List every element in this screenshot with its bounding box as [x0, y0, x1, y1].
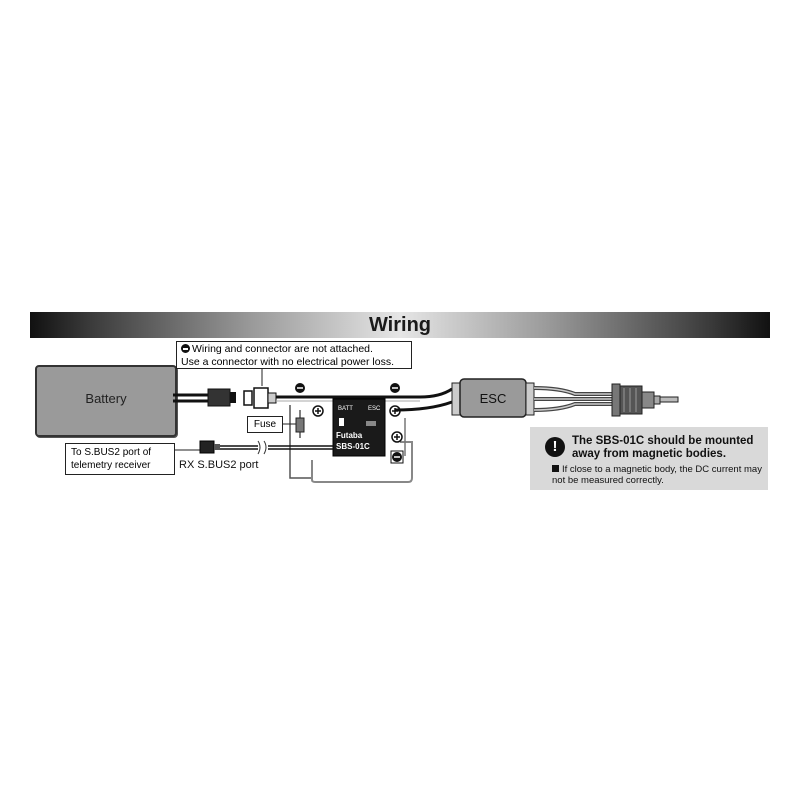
connector-note-line2: Use a connector with no electrical power… — [181, 356, 395, 368]
sensor-esc-label: ESC — [368, 406, 381, 412]
battery-pack: Battery — [35, 365, 177, 437]
bullet-square-icon — [552, 465, 559, 472]
sensor-model: SBS-01C — [336, 442, 370, 451]
rx-sbus2-port-label: RX S.BUS2 port — [179, 459, 259, 471]
title-banner: Wiring — [30, 312, 770, 338]
telemetry-label-line1: To S.BUS2 port of — [71, 447, 152, 458]
fuse — [281, 410, 305, 438]
minus-circle-icon — [181, 344, 190, 353]
motor-wires — [533, 386, 612, 412]
negative-wire — [394, 400, 453, 412]
esc-label: ESC — [480, 391, 507, 406]
exclamation-icon: ! — [545, 437, 565, 457]
telemetry-cable — [175, 440, 334, 455]
warning-title: The SBS-01C should be mounted away from … — [572, 435, 754, 460]
return-wire-left — [289, 405, 312, 479]
positive-wire — [276, 387, 453, 399]
telemetry-label-line2: telemetry receiver — [71, 460, 151, 471]
motor — [611, 383, 679, 417]
page-title: Wiring — [368, 314, 432, 336]
telemetry-receiver-label: To S.BUS2 port of telemetry receiver — [65, 443, 175, 475]
sensor-batt-label: BATT — [338, 406, 353, 412]
battery-connector — [207, 388, 236, 407]
fuse-label: Fuse — [247, 416, 283, 433]
battery-leads — [173, 393, 210, 403]
sensor-brand: Futaba — [336, 431, 363, 440]
return-wire-loop — [311, 441, 413, 483]
warning-box: ! The SBS-01C should be mounted away fro… — [530, 427, 768, 490]
battery-label: Battery — [85, 391, 127, 406]
inline-connector — [243, 387, 277, 409]
polarity-marks — [295, 383, 404, 464]
esc-unit: ESC — [451, 378, 535, 418]
warning-body: If close to a magnetic body, the DC curr… — [552, 464, 762, 486]
connector-note-line1: Wiring and connector are not attached. — [181, 343, 407, 356]
sbs-01c-sensor: BATT ESC Futaba SBS-01C — [332, 398, 386, 457]
connector-note: Wiring and connector are not attached. U… — [176, 341, 412, 369]
